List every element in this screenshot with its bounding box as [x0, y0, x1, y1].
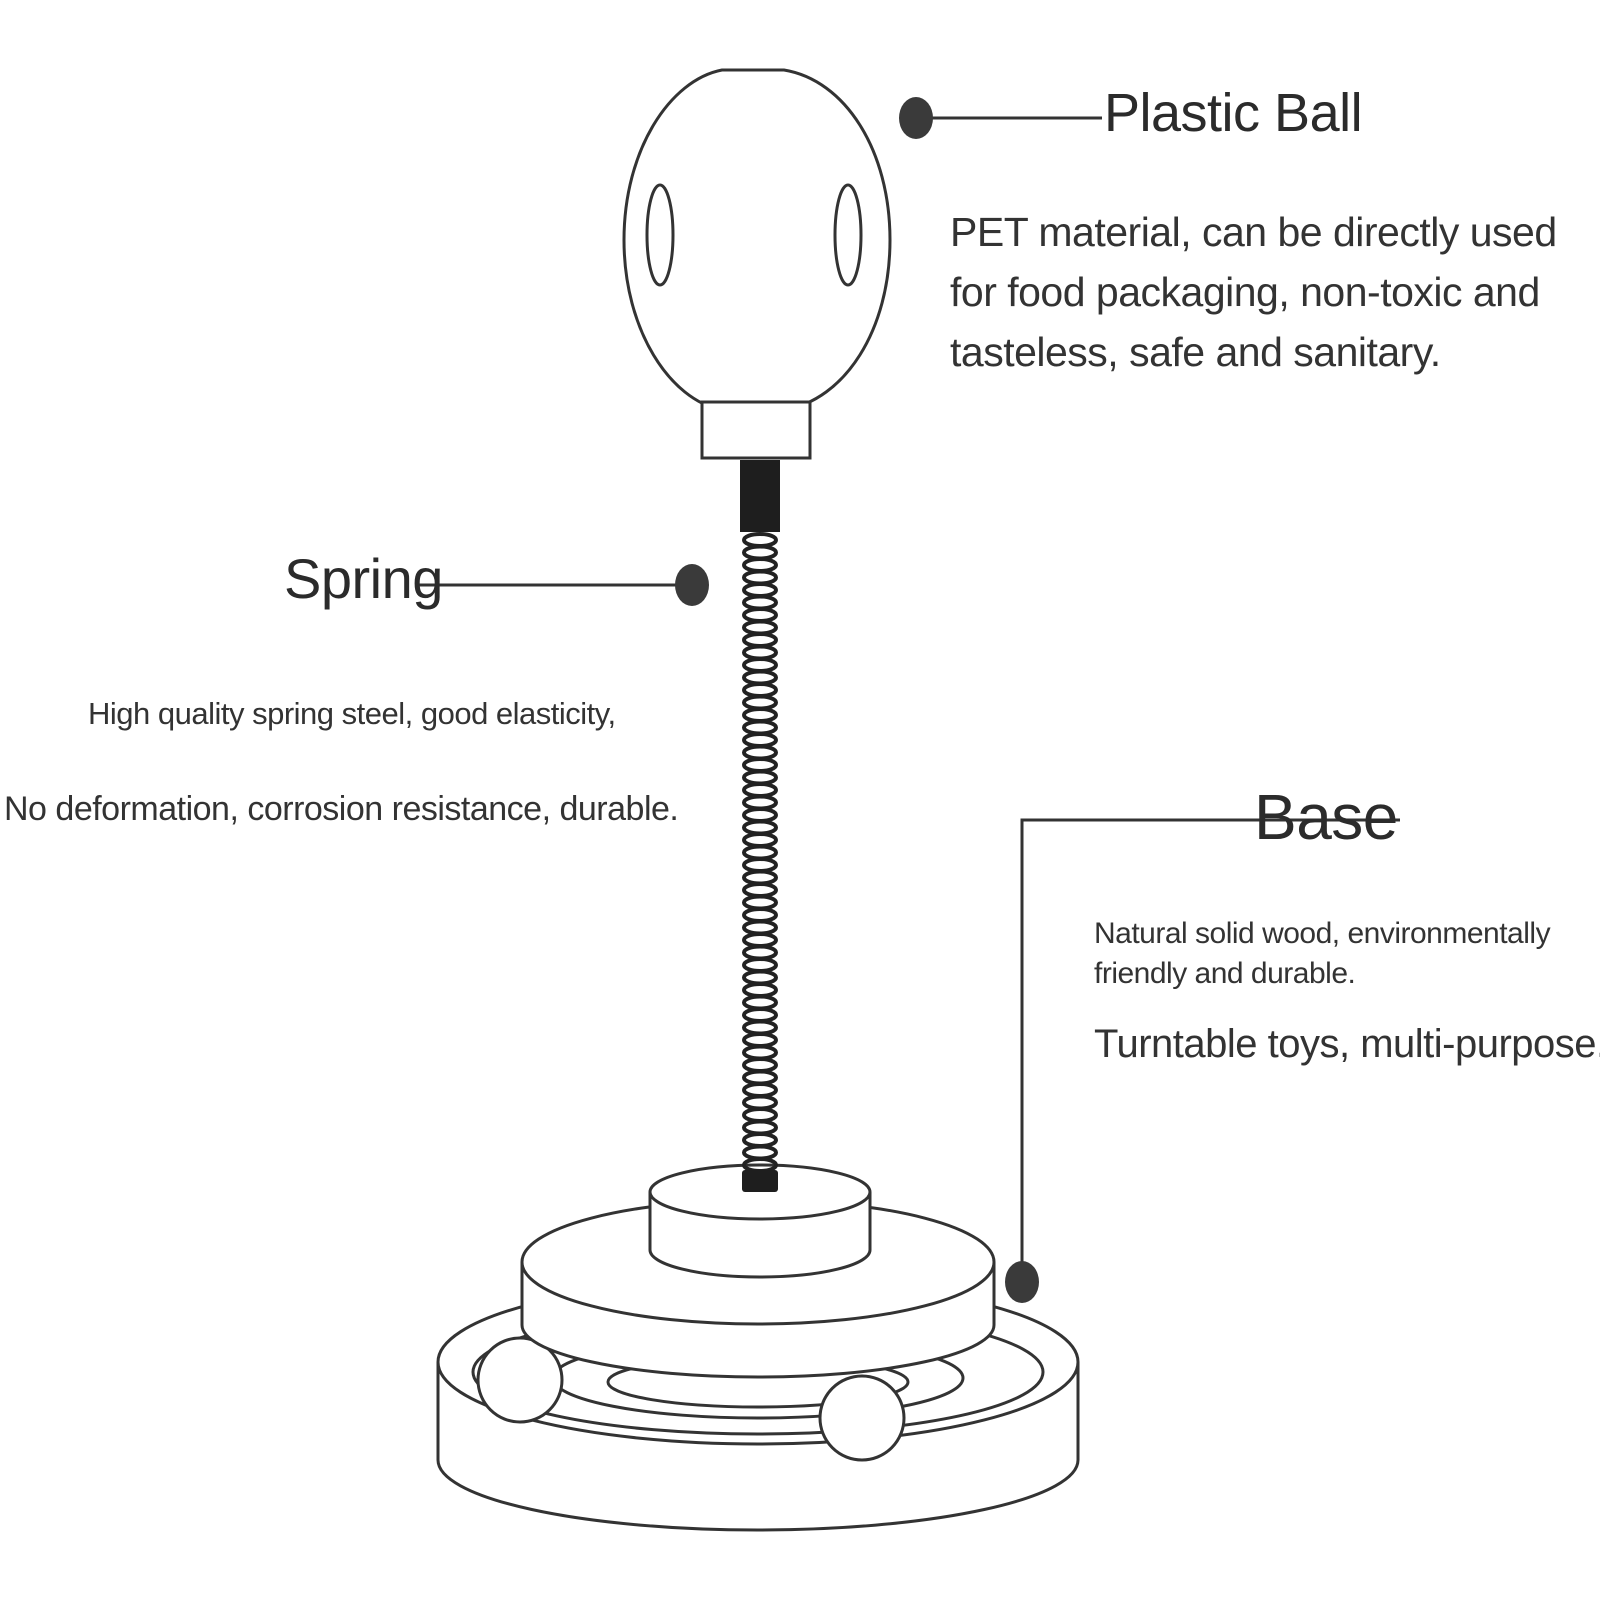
spring-coil [742, 757, 778, 773]
spring-coil [742, 632, 778, 648]
spring-top-cap [740, 460, 780, 532]
spring-coil [742, 744, 778, 761]
spring-coil [742, 794, 778, 811]
spring-coil [742, 657, 778, 673]
spring-coil [742, 769, 778, 786]
spring-coil [742, 694, 778, 711]
ball-leader-dot [899, 97, 933, 139]
spring-coil [742, 1144, 778, 1161]
base-description-line2: Turntable toys, multi-purpose. [1094, 1022, 1600, 1066]
ball-collar [700, 400, 812, 460]
base-leader-dot [1005, 1261, 1039, 1303]
spring-illustration [740, 460, 780, 1192]
spring-coil [742, 907, 778, 923]
leader-lines [418, 116, 1400, 1280]
spring-coil [742, 1094, 778, 1111]
spring-coil [742, 682, 778, 698]
leader-dots [675, 97, 1039, 1303]
spring-coil [742, 619, 778, 636]
spring-coil [742, 557, 778, 573]
spring-coil [742, 707, 778, 723]
spring-coil [742, 832, 778, 848]
spring-coil [742, 1082, 778, 1098]
plastic-ball-title: Plastic Ball [1104, 83, 1363, 143]
spring-coil [742, 1044, 778, 1061]
base-description-line1: Natural solid wood, environmentally frie… [1094, 917, 1551, 990]
track-ball-left [476, 1336, 564, 1424]
spring-coil [742, 1007, 778, 1023]
base-title: Base [1254, 781, 1398, 853]
spring-description-line1: High quality spring steel, good elastici… [88, 696, 616, 731]
spring-coil [742, 994, 778, 1011]
spring-coil [742, 532, 778, 548]
spring-coil [742, 544, 778, 561]
spring-coil [742, 1132, 778, 1148]
spring-coil [742, 607, 778, 623]
spring-coil [742, 732, 778, 748]
spring-coil [742, 807, 778, 823]
spring-coil [742, 969, 778, 986]
track-ball-right [818, 1374, 906, 1462]
spring-coil [742, 1019, 778, 1036]
spring-title: Spring [284, 547, 443, 610]
spring-coil [742, 819, 778, 836]
spring-coil [742, 644, 778, 661]
spring-coil [742, 844, 778, 861]
spring-description-line2: No deformation, corrosion resistance, du… [4, 790, 679, 828]
spring-coil [742, 982, 778, 998]
base-leader-line [1020, 818, 1400, 1280]
spring-coil [742, 882, 778, 898]
ball-hole-right [833, 183, 863, 287]
spring-coil [742, 1069, 778, 1086]
plastic-ball-illustration [622, 68, 892, 460]
spring-coil [742, 594, 778, 611]
spring-bottom-cap [742, 1170, 778, 1192]
spring-coil [742, 919, 778, 936]
plastic-ball-description: PET material, can be directly used for f… [950, 209, 1557, 375]
spring-coil [742, 957, 778, 973]
spring-coil [742, 782, 778, 798]
spring-coil [742, 1032, 778, 1048]
spring-coil [742, 1107, 778, 1123]
spring-coil [742, 1057, 778, 1073]
spring-coil [742, 1119, 778, 1136]
spring-coil [742, 932, 778, 948]
spring-coil [742, 894, 778, 911]
spring-leader-dot [675, 564, 709, 606]
spring-coil [742, 719, 778, 736]
spring-coil [742, 869, 778, 886]
spring-coil [742, 569, 778, 586]
spring-coil [742, 582, 778, 598]
base-illustration [436, 1163, 1080, 1532]
ball-hole-left [645, 183, 675, 287]
spring-coil [742, 944, 778, 961]
spring-coil [742, 857, 778, 873]
spring-coil [742, 669, 778, 686]
